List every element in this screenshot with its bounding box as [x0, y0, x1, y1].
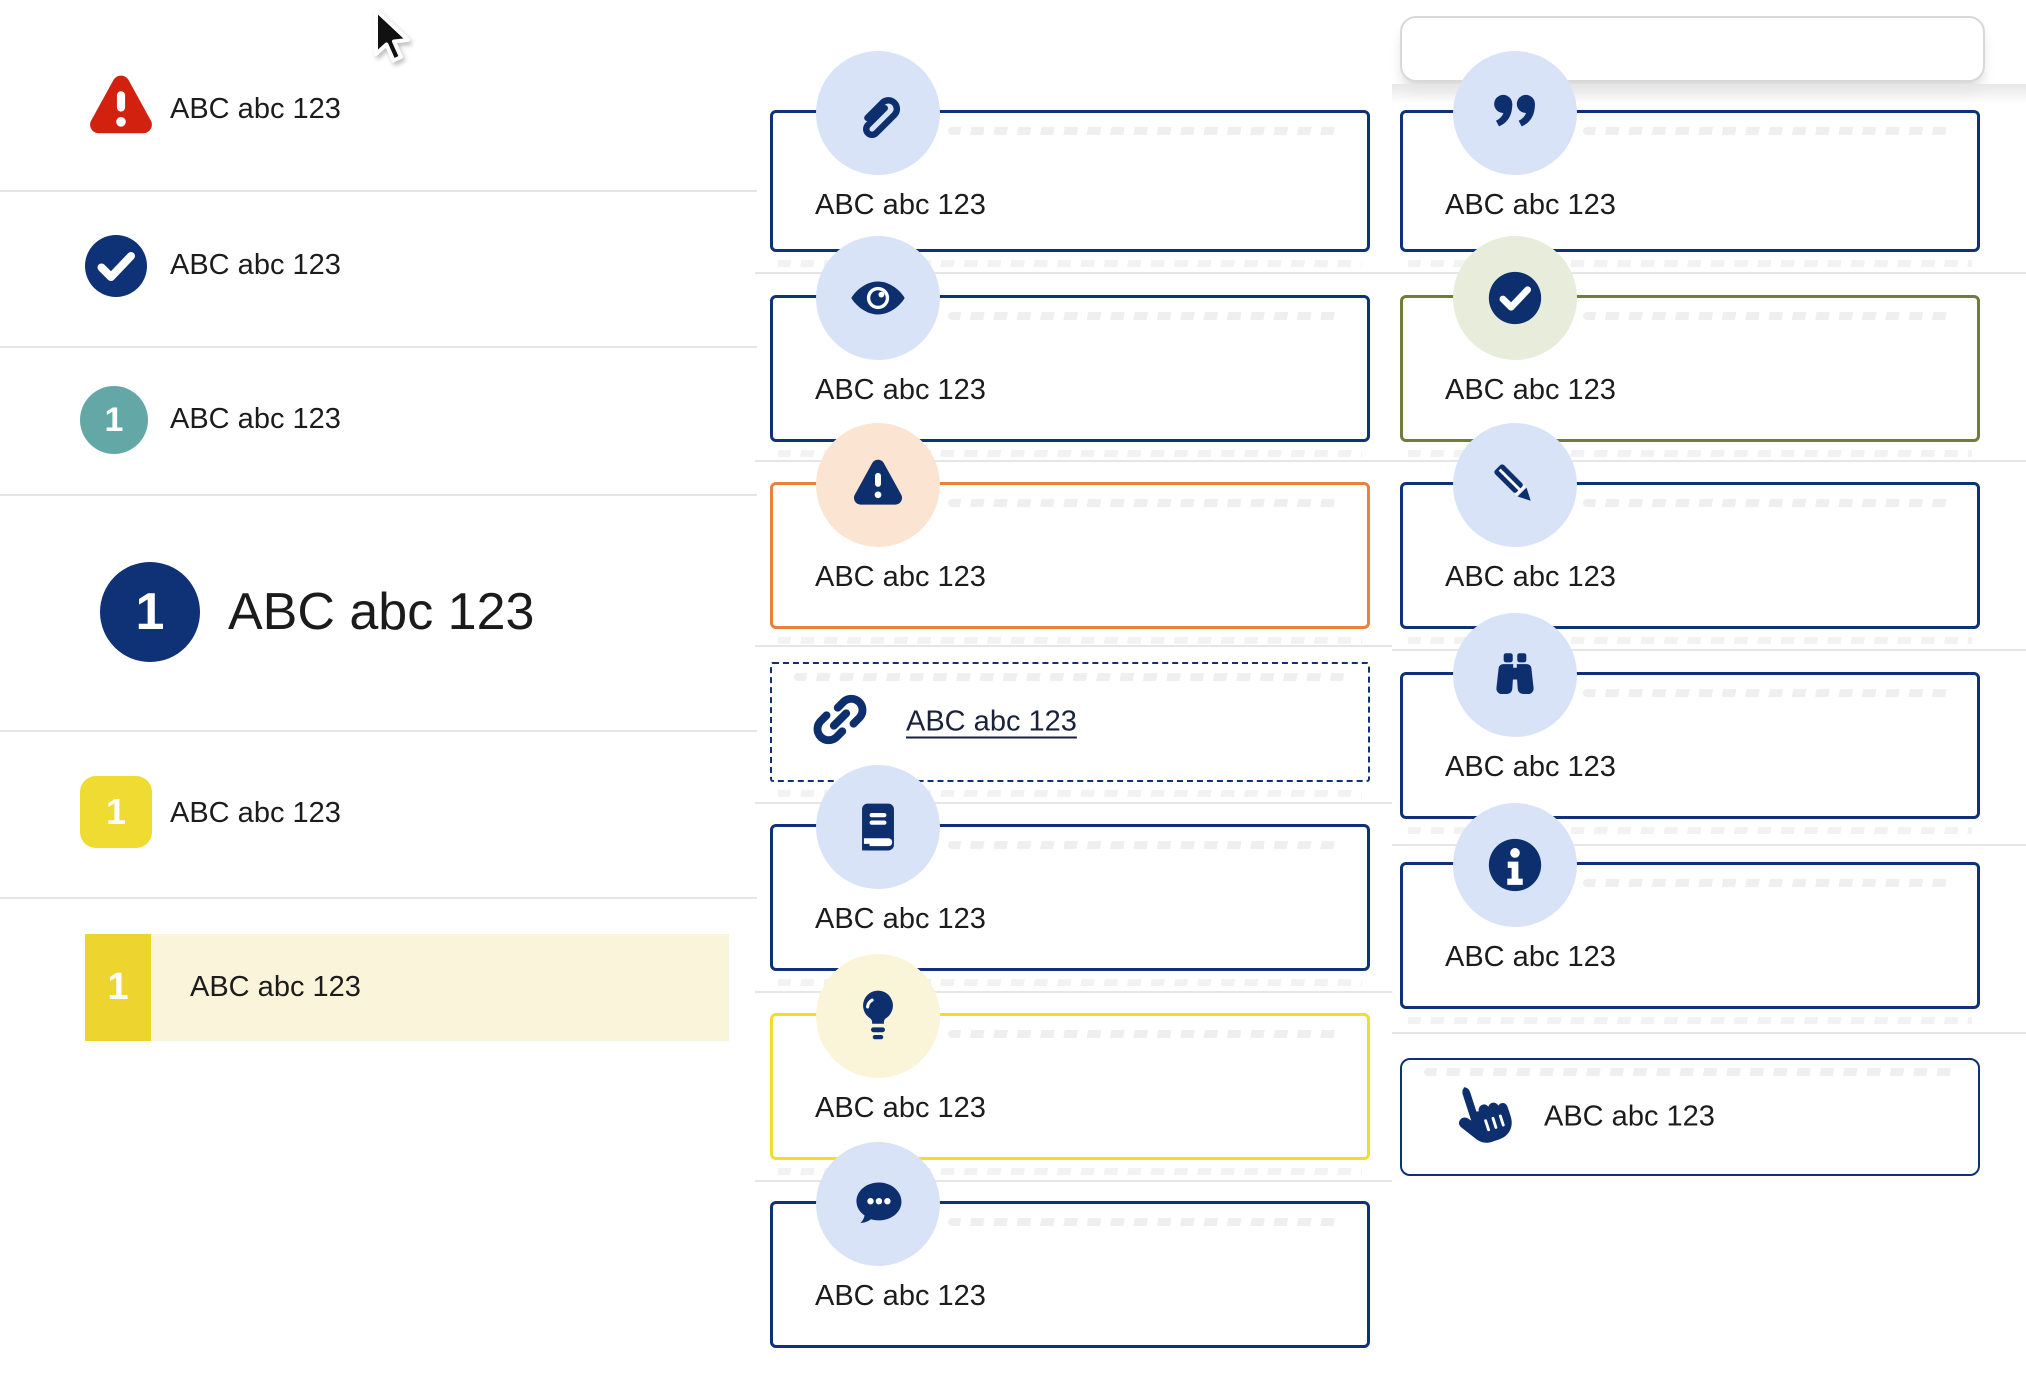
check-circle-icon — [1453, 236, 1577, 360]
placeholder-text-hatch — [778, 790, 1362, 797]
callout-action-label[interactable]: ABC abc 123 — [1544, 1100, 1715, 1133]
callout-label: ABC abc 123 — [1445, 374, 1616, 406]
callout-label: ABC abc 123 — [815, 1280, 986, 1312]
placeholder-text-hatch — [948, 499, 1339, 507]
list-item-label: ABC abc 123 — [170, 403, 341, 435]
placeholder-text-hatch — [1583, 127, 1949, 135]
quote-icon — [1453, 51, 1577, 175]
placeholder-text-hatch — [1408, 260, 1972, 267]
callout-label: ABC abc 123 — [1445, 189, 1616, 221]
callout-attachment: ABC abc 123 — [770, 51, 1370, 252]
list-item-label: ABC abc 123 — [170, 93, 341, 125]
divider — [755, 802, 1392, 804]
callout-label: ABC abc 123 — [815, 903, 986, 935]
list-item-label-large: ABC abc 123 — [228, 583, 535, 641]
eye-icon — [816, 236, 940, 360]
callout-quote: ABC abc 123 — [1400, 51, 1980, 252]
callout-label: ABC abc 123 — [815, 1092, 986, 1124]
list-item-label: ABC abc 123 — [190, 971, 361, 1003]
placeholder-text-hatch — [1408, 827, 1972, 834]
callout-link[interactable]: ABC abc 123 — [770, 662, 1370, 782]
callout-label: ABC abc 123 — [815, 561, 986, 593]
placeholder-text-hatch — [1408, 450, 1972, 457]
divider — [0, 346, 757, 348]
pointer-hand-icon — [1440, 1077, 1516, 1158]
divider — [0, 494, 757, 496]
callout-comment: ABC abc 123 — [770, 1142, 1370, 1348]
callout-tip: ABC abc 123 — [770, 954, 1370, 1160]
divider — [0, 897, 757, 899]
placeholder-text-hatch — [1583, 689, 1949, 697]
placeholder-text-hatch — [948, 1218, 1339, 1226]
info-icon — [1453, 803, 1577, 927]
divider — [755, 991, 1392, 993]
divider — [755, 272, 1392, 274]
divider — [1392, 1032, 2026, 1034]
placeholder-text-hatch — [948, 841, 1339, 849]
warning-icon — [816, 423, 940, 547]
binoculars-icon — [1453, 613, 1577, 737]
placeholder-text-hatch — [778, 637, 1362, 644]
check-circle-icon — [85, 235, 147, 297]
callout-action[interactable]: ABC abc 123 — [1400, 1058, 1980, 1176]
divider — [0, 190, 757, 192]
divider — [0, 730, 757, 732]
callout-info: ABC abc 123 — [1400, 803, 1980, 1009]
callout-label: ABC abc 123 — [1445, 751, 1616, 783]
callout-label: ABC abc 123 — [1445, 941, 1616, 973]
divider — [1392, 649, 2026, 651]
placeholder-text-hatch — [1424, 1068, 1956, 1076]
placeholder-text-hatch — [794, 673, 1346, 681]
pencil-icon — [1453, 423, 1577, 547]
callout-label: ABC abc 123 — [1445, 561, 1616, 593]
lightbulb-icon — [816, 954, 940, 1078]
placeholder-text-hatch — [778, 450, 1362, 457]
callout-edit: ABC abc 123 — [1400, 423, 1980, 629]
callout-preview: ABC abc 123 — [770, 236, 1370, 442]
divider — [755, 460, 1392, 462]
mouse-cursor — [368, 6, 416, 77]
callout-reference: ABC abc 123 — [770, 765, 1370, 971]
callout-label: ABC abc 123 — [815, 189, 986, 221]
paperclip-icon — [816, 51, 940, 175]
placeholder-text-hatch — [778, 260, 1362, 267]
placeholder-text-hatch — [948, 1030, 1339, 1038]
navy-number-badge-large: 1 — [100, 562, 200, 662]
callout-label: ABC abc 123 — [815, 374, 986, 406]
placeholder-text-hatch — [1408, 1017, 1972, 1024]
highlight-background — [151, 934, 729, 1041]
yellow-number-square: 1 — [80, 776, 152, 848]
callout-warning: ABC abc 123 — [770, 423, 1370, 629]
list-item-label: ABC abc 123 — [170, 249, 341, 281]
placeholder-text-hatch — [1583, 879, 1949, 887]
link-icon — [804, 684, 876, 761]
placeholder-text-hatch — [948, 127, 1339, 135]
divider — [755, 1180, 1392, 1182]
book-icon — [816, 765, 940, 889]
placeholder-text-hatch — [1583, 499, 1949, 507]
divider — [755, 645, 1392, 647]
list-item-label: ABC abc 123 — [170, 797, 341, 829]
placeholder-text-hatch — [1583, 312, 1949, 320]
yellow-number-marker: 1 — [85, 934, 151, 1041]
chat-icon — [816, 1142, 940, 1266]
callout-link-label[interactable]: ABC abc 123 — [906, 705, 1077, 738]
alert-triangle-icon — [90, 75, 152, 134]
callout-success: ABC abc 123 — [1400, 236, 1980, 442]
callout-search: ABC abc 123 — [1400, 613, 1980, 819]
placeholder-text-hatch — [778, 1168, 1362, 1175]
divider — [1392, 272, 2026, 274]
placeholder-text-hatch — [948, 312, 1339, 320]
divider — [1392, 460, 2026, 462]
placeholder-text-hatch — [1408, 637, 1972, 644]
placeholder-text-hatch — [778, 979, 1362, 986]
divider — [1392, 844, 2026, 846]
teal-number-badge: 1 — [80, 386, 148, 454]
